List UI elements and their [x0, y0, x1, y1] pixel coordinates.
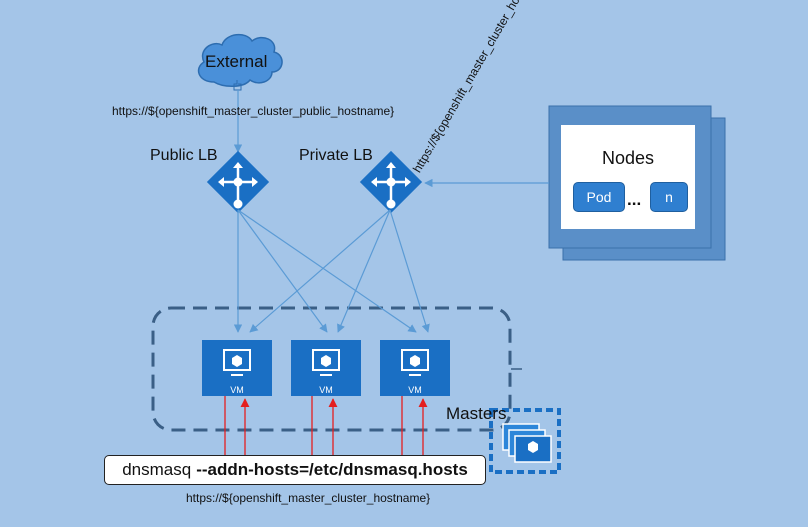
lb-to-vm-arrows	[233, 209, 430, 333]
scale-set-icon	[489, 408, 561, 474]
external-label: External	[205, 52, 268, 71]
load-balancer-icon	[359, 150, 423, 214]
public-url-label: https://${openshift_master_cluster_publi…	[112, 104, 395, 118]
cloud-icon	[197, 33, 283, 91]
vm-icon	[202, 340, 272, 396]
load-balancer-icon	[206, 150, 270, 214]
private-lb-label: Private LB	[299, 147, 373, 164]
pod-n-badge: n	[650, 182, 688, 212]
pods-ellipsis: ...	[627, 190, 642, 209]
vm-label: VM	[230, 385, 244, 395]
dnsmasq-links	[224, 396, 428, 455]
vm-icon	[380, 340, 450, 396]
public-lb-label: Public LB	[150, 147, 218, 164]
pod-badge: Pod	[573, 182, 625, 212]
vm-label: VM	[319, 385, 333, 395]
vm-label: VM	[408, 385, 422, 395]
bottom-url-label: https://${openshift_master_cluster_hostn…	[186, 491, 431, 505]
masters-label: Masters	[446, 404, 507, 423]
dnsmasq-box: dnsmasq --addn-hosts=/etc/dnsmasq.hosts	[104, 455, 486, 485]
nodes-title: Nodes	[602, 148, 655, 168]
dnsmasq-args: --addn-hosts=/etc/dnsmasq.hosts	[196, 460, 468, 479]
vm-icon	[291, 340, 361, 396]
masters-group-box	[151, 306, 512, 432]
dnsmasq-command: dnsmasq	[122, 460, 192, 479]
